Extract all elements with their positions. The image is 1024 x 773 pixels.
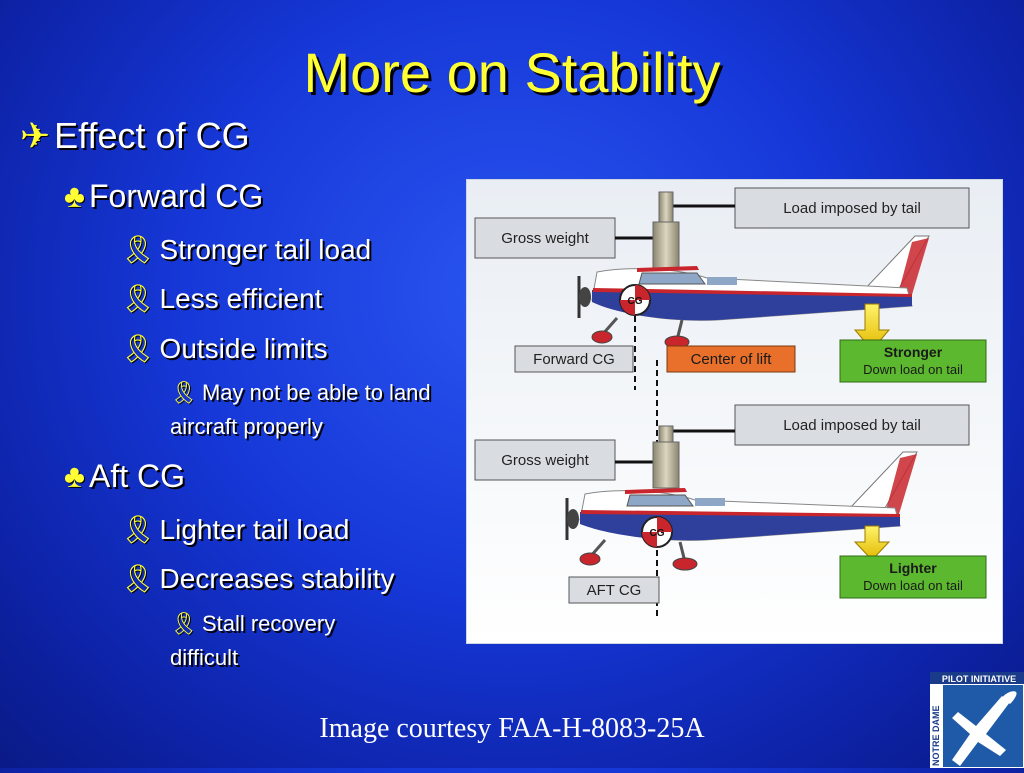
logo-side-text: NOTRE DAME <box>931 706 941 767</box>
bottom-load-tail-label: Load imposed by tail <box>783 417 921 434</box>
slide-title: More on Stability <box>303 41 721 104</box>
top-gross-weight-label: Gross weight <box>501 230 589 247</box>
bottom-cg-marker: CG <box>650 528 665 539</box>
top-forward-cg-label: Forward CG <box>533 351 615 368</box>
bottom-panel: Load imposed by tail Gross weight <box>474 404 987 604</box>
airplane-icon: ✈ <box>20 115 51 156</box>
top-center-of-lift-label: Center of lift <box>691 351 773 368</box>
club-icon: ♣ <box>64 458 85 494</box>
top-panel: Load imposed by tail Gross weight <box>474 187 987 390</box>
ribbon-icon: 🎗 <box>170 380 198 405</box>
bullet-decreases-stability: 🎗Decreases stability <box>120 563 395 594</box>
bottom-gross-weight-label: Gross weight <box>501 452 589 469</box>
top-aircraft: CG <box>577 235 930 349</box>
cg-diagram-figure: Load imposed by tail Gross weight <box>466 179 1003 644</box>
bullet-may-not-land: 🎗May not be able to land aircraft proper… <box>170 380 431 439</box>
bullet-outside-limits: 🎗Outside limits <box>120 333 328 364</box>
image-caption: Image courtesy FAA-H-8083-25A <box>319 713 705 744</box>
bullet-stronger-tail-load: 🎗Stronger tail load <box>120 234 372 265</box>
top-tail-title: Stronger <box>884 344 943 360</box>
logo-top-text: PILOT INITIATIVE <box>942 674 1016 684</box>
bullet-forward-cg: ♣Forward CG <box>64 178 264 214</box>
bottom-tail-subtitle: Down load on tail <box>863 578 963 593</box>
top-cg-marker: CG <box>628 296 643 307</box>
ribbon-icon: 🎗 <box>120 514 156 545</box>
club-icon: ♣ <box>64 178 85 214</box>
bullet-aft-cg: ♣Aft CG <box>64 458 186 494</box>
bottom-aircraft: CG <box>565 451 918 571</box>
ribbon-icon: 🎗 <box>120 333 156 364</box>
pilot-initiative-logo: PILOT INITIATIVE NOTRE DAME <box>930 672 1024 768</box>
logo-airplane-icon <box>952 691 1017 766</box>
ribbon-icon: 🎗 <box>120 563 156 594</box>
top-tail-subtitle: Down load on tail <box>863 362 963 377</box>
bottom-aft-cg-label: AFT CG <box>587 582 642 599</box>
ribbon-icon: 🎗 <box>170 611 198 636</box>
bullet-lighter-tail-load: 🎗Lighter tail load <box>120 514 350 545</box>
bullet-stall-recovery: 🎗Stall recovery difficult <box>170 611 336 670</box>
bullet-less-efficient: 🎗Less efficient <box>120 283 323 314</box>
ribbon-icon: 🎗 <box>120 234 156 265</box>
ribbon-icon: 🎗 <box>120 283 156 314</box>
bottom-tail-title: Lighter <box>889 560 937 576</box>
bullet-effect-of-cg: ✈Effect of CG <box>20 115 250 156</box>
top-load-tail-label: Load imposed by tail <box>783 200 921 217</box>
